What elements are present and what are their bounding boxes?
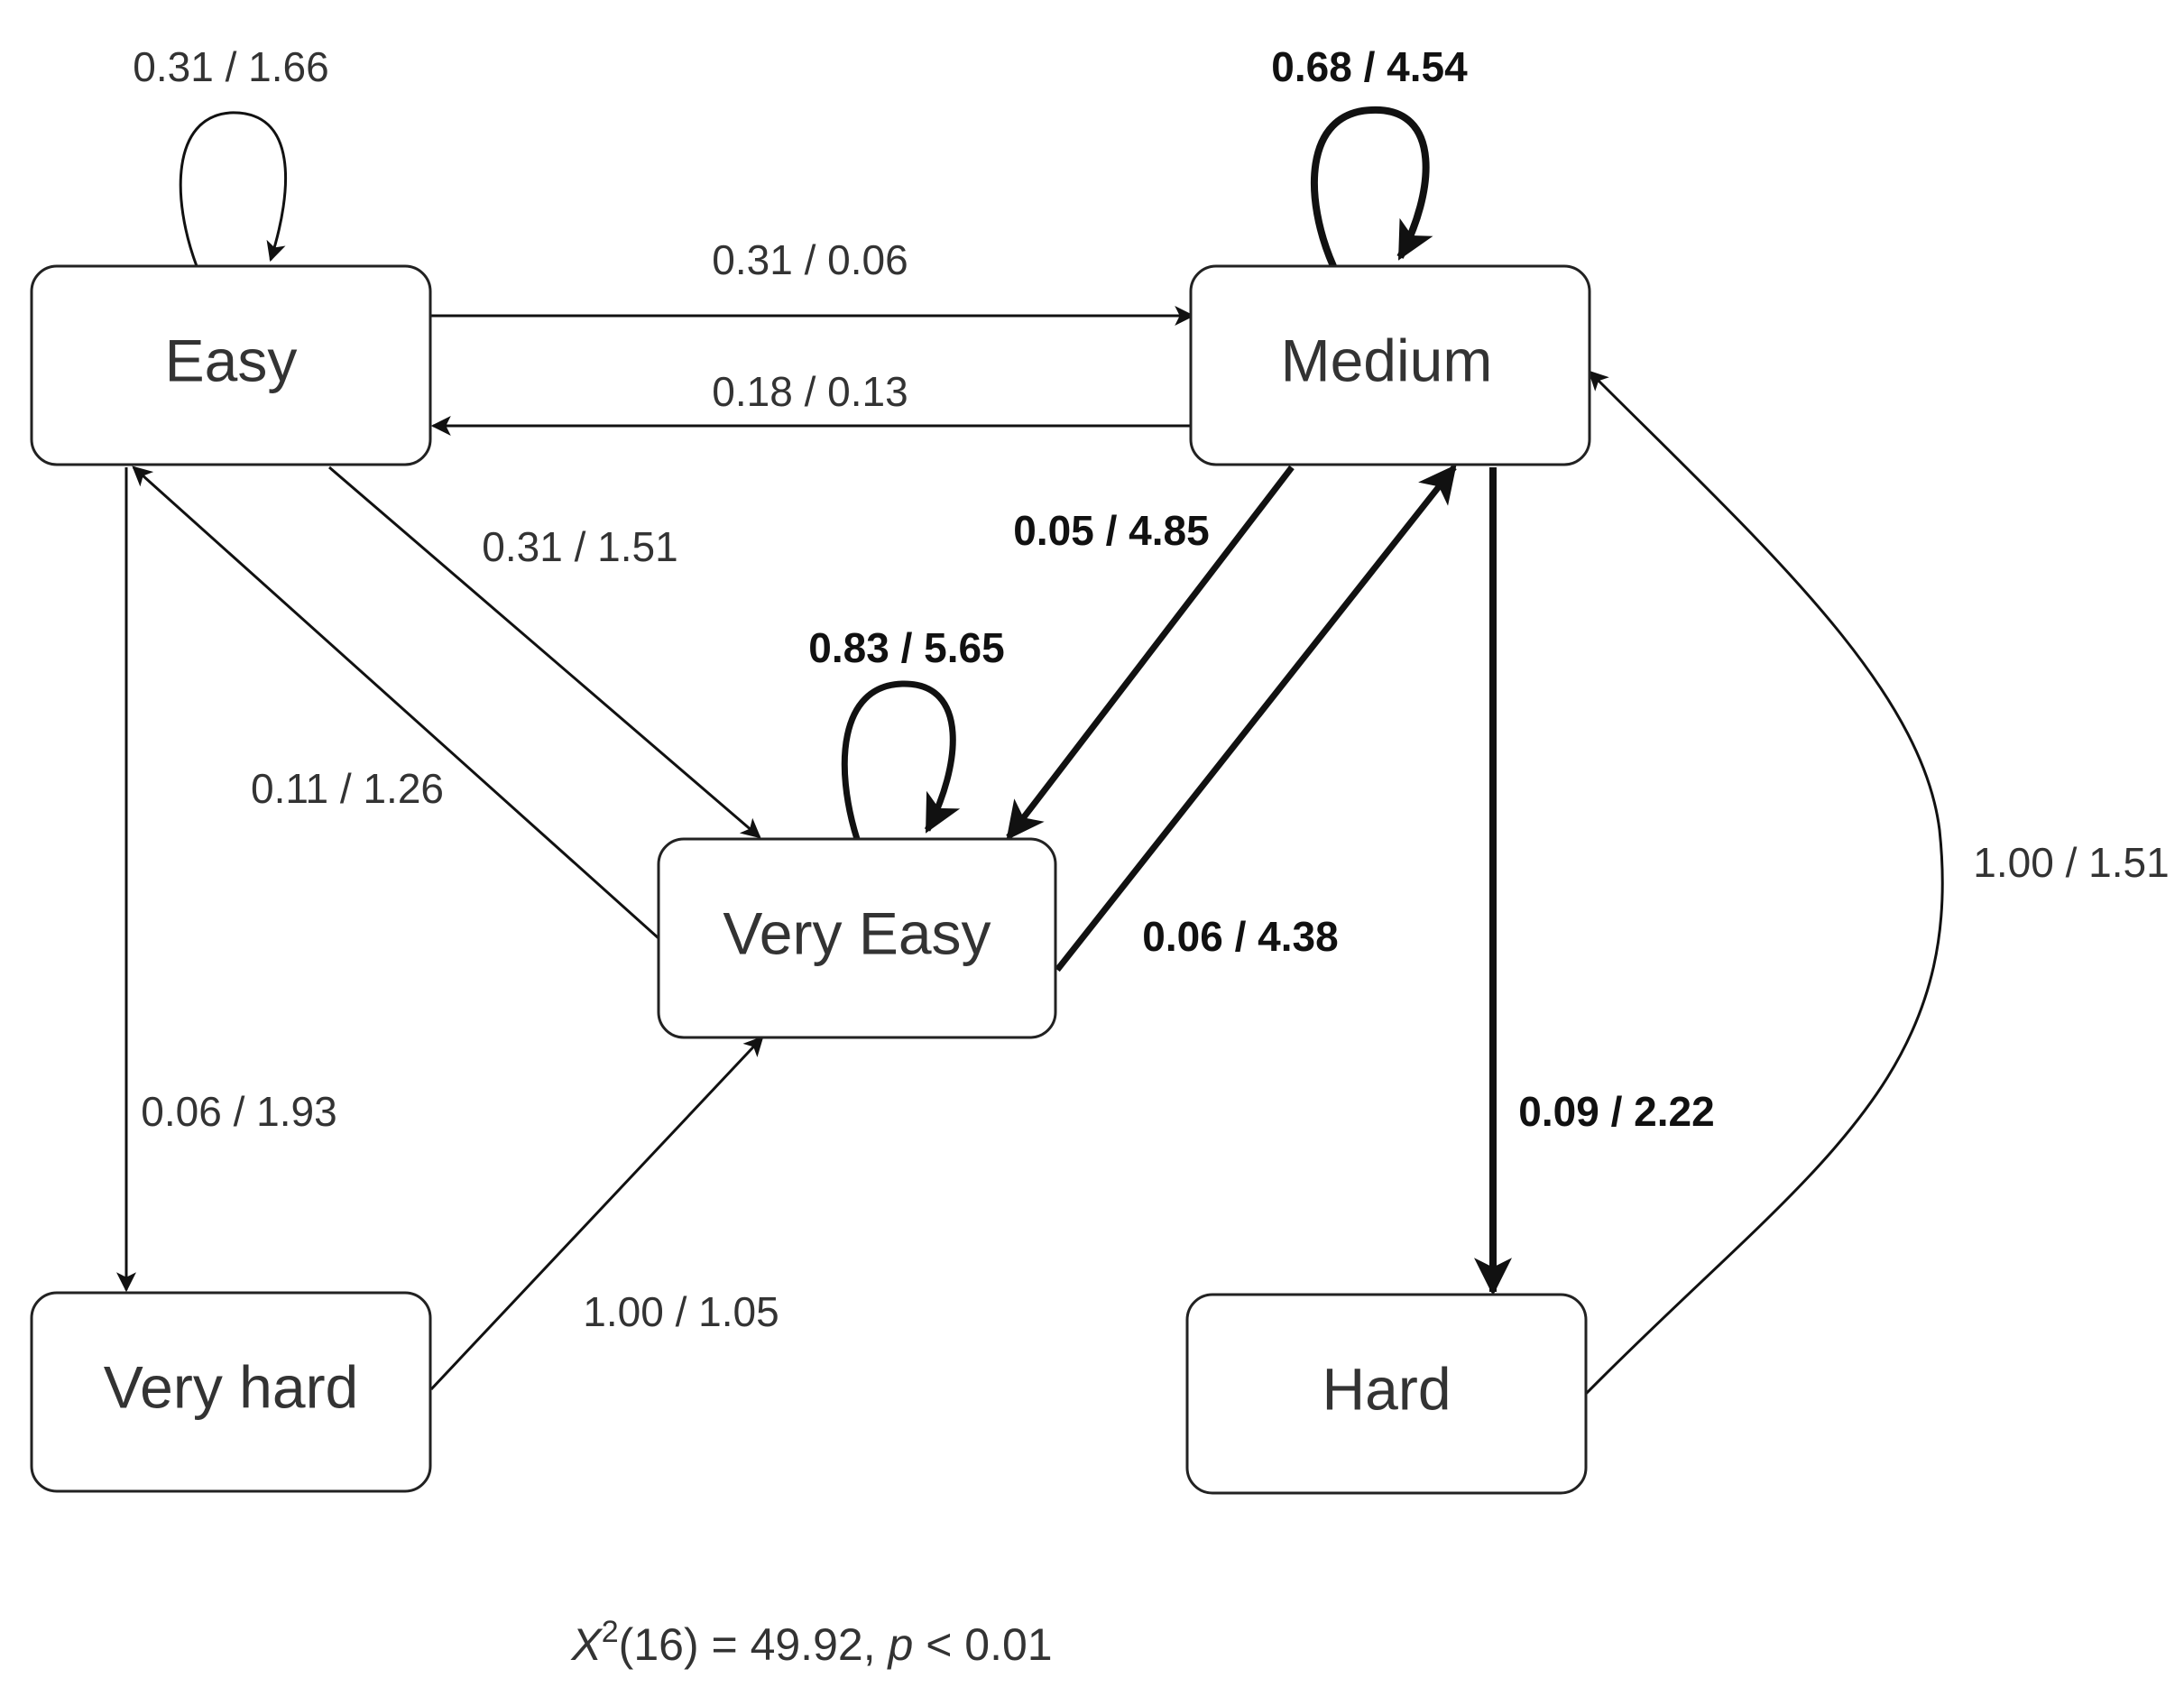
node-medium-label: Medium	[1281, 327, 1493, 393]
edge-very-easy-self	[841, 680, 961, 841]
edge-medium-self	[1311, 106, 1433, 268]
chi-df-value: (16) = 49.92,	[619, 1619, 889, 1670]
node-hard: Hard	[1185, 1293, 1588, 1495]
node-very-easy: Very Easy	[657, 837, 1057, 1039]
node-medium: Medium	[1189, 264, 1591, 466]
chi-superscript: 2	[602, 1615, 619, 1649]
label-medium-to-hard: 0.09 / 2.22	[1518, 1088, 1714, 1135]
label-medium-to-easy: 0.18 / 0.13	[712, 368, 908, 415]
label-easy-to-very-easy: 0.31 / 1.51	[482, 523, 677, 570]
label-hard-to-medium: 1.00 / 1.51	[1973, 839, 2169, 886]
edge-easy-self	[179, 111, 288, 267]
label-easy-to-very-hard: 0.06 / 1.93	[141, 1088, 336, 1135]
label-very-easy-to-easy: 0.11 / 1.26	[251, 765, 444, 812]
label-very-easy-self: 0.83 / 5.65	[808, 624, 1004, 671]
p-value: < 0.01	[913, 1619, 1052, 1670]
edge-hard-to-medium	[1584, 370, 1944, 1396]
label-medium-self: 0.68 / 4.54	[1271, 43, 1468, 90]
label-very-easy-to-medium: 0.06 / 4.38	[1142, 913, 1338, 960]
node-easy-label: Easy	[165, 327, 298, 393]
node-very-easy-label: Very Easy	[723, 899, 991, 966]
p-symbol: p	[886, 1619, 913, 1670]
edge-very-hard-to-very-easy	[429, 1036, 764, 1391]
edge-very-easy-to-medium	[1055, 464, 1457, 973]
label-easy-self: 0.31 / 1.66	[133, 43, 328, 90]
edge-easy-to-very-easy	[328, 466, 761, 839]
node-very-hard-label: Very hard	[104, 1353, 359, 1420]
node-easy: Easy	[30, 264, 432, 466]
label-very-hard-to-very-easy: 1.00 / 1.05	[583, 1288, 779, 1335]
node-very-hard: Very hard	[30, 1291, 432, 1493]
edge-medium-to-very-easy	[1006, 465, 1295, 841]
label-easy-to-medium: 0.31 / 0.06	[712, 236, 908, 283]
chi-square-statistic: X2(16) = 49.92, p < 0.01	[570, 1615, 1052, 1670]
node-hard-label: Hard	[1322, 1355, 1451, 1422]
chi-symbol: X	[570, 1619, 603, 1670]
label-medium-to-very-easy: 0.05 / 4.85	[1013, 507, 1209, 554]
edge-very-easy-to-easy	[132, 466, 660, 940]
